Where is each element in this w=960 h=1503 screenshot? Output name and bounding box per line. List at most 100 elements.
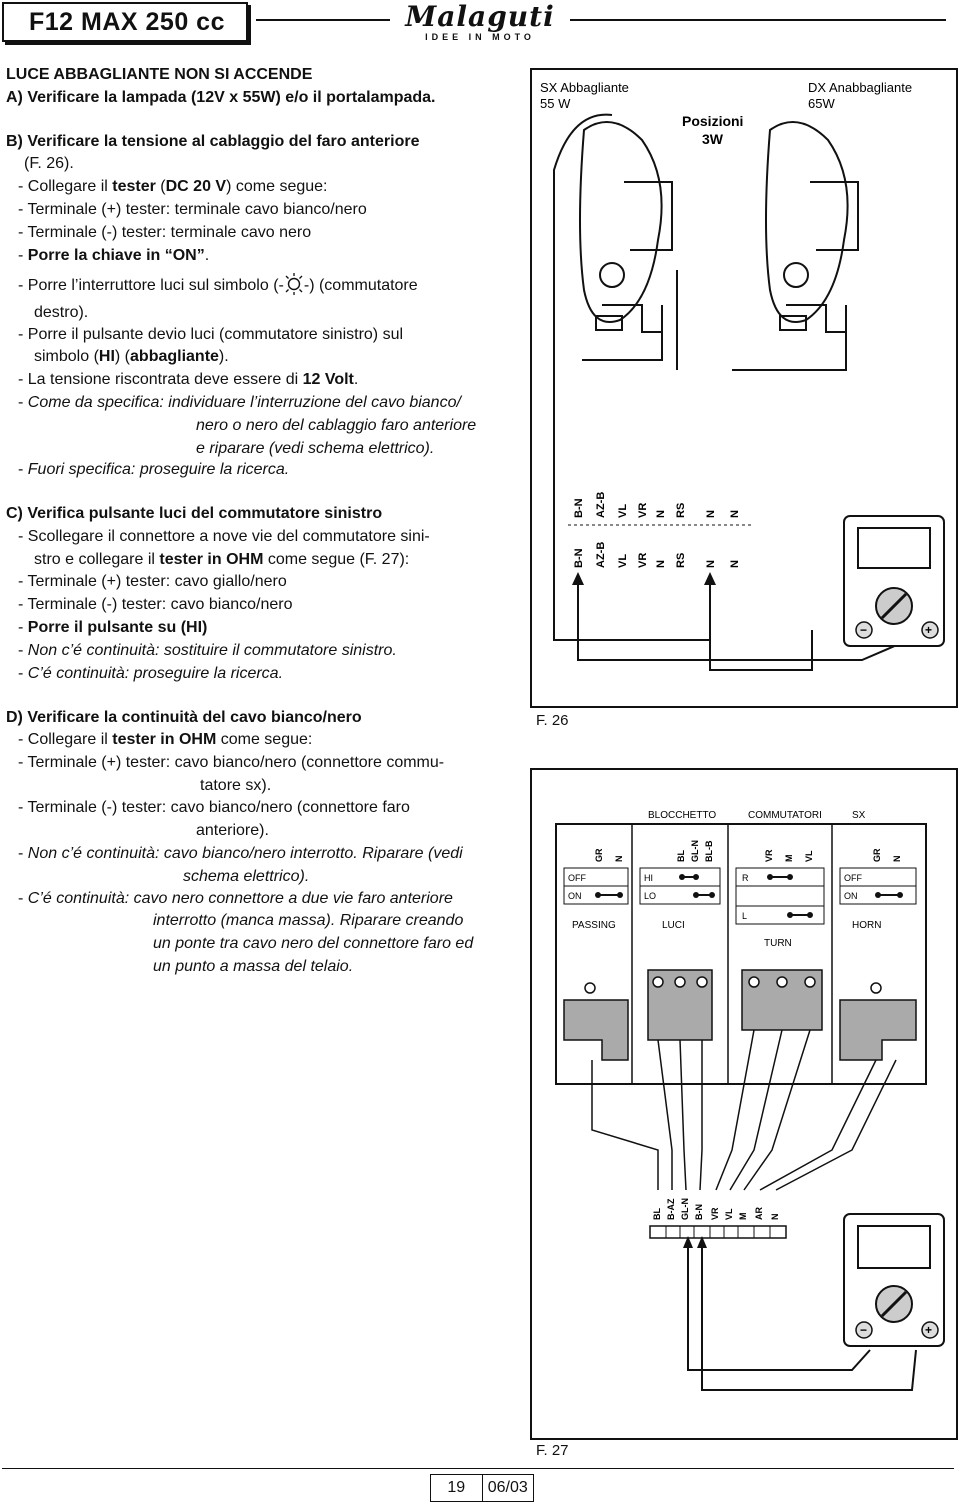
tester-minus-icon: − bbox=[860, 623, 867, 637]
connector-wire-baz: B-AZ bbox=[666, 1198, 676, 1220]
wire-label-azb-top: AZ-B bbox=[595, 492, 607, 518]
right-lamp-label: DX Anabbagliante bbox=[808, 80, 912, 95]
passing-wire-n: N bbox=[614, 856, 624, 863]
luci-wire-bl: BL bbox=[676, 850, 686, 862]
switch-block-title-3: SX bbox=[852, 810, 866, 821]
left-headlight-icon bbox=[579, 121, 673, 333]
step-c-line-4: - Porre il pulsante su (HI) bbox=[18, 619, 208, 636]
horn-off: OFF bbox=[844, 873, 862, 883]
step-b-line-5-cont: destro). bbox=[34, 304, 89, 321]
passing-off: OFF bbox=[568, 873, 586, 883]
passing-switch-table: GR N OFF ON PASSING bbox=[563, 848, 629, 931]
connector-block-icon bbox=[649, 1225, 787, 1239]
brand-logo: Malaguti IDEE IN MOTO bbox=[390, 0, 570, 44]
step-d-line-2-cont: tatore sx). bbox=[200, 777, 272, 794]
figure-27: BLOCCHETTO COMMUTATORI SX GR N OFF ON PA… bbox=[530, 768, 958, 1440]
step-c-line-1: - Scollegare il connettore a nove vie de… bbox=[18, 528, 430, 545]
turn-wire-m: M bbox=[784, 855, 794, 863]
footer-rule bbox=[2, 1468, 954, 1469]
luci-label: LUCI bbox=[662, 920, 685, 931]
connector-wire-n: N bbox=[770, 1214, 780, 1221]
step-b-line-7: - La tensione riscontrata deve essere di… bbox=[18, 371, 359, 388]
revision-date: 06/03 bbox=[487, 1479, 528, 1496]
right-lamp-watt: 65W bbox=[808, 96, 835, 111]
turn-wire-vr: VR bbox=[764, 849, 774, 862]
step-d-title: D) Verificare la continuità del cavo bia… bbox=[6, 709, 362, 726]
step-b-line-6: - Porre il pulsante devio luci (commutat… bbox=[18, 326, 404, 343]
horn-label: HORN bbox=[852, 920, 881, 931]
step-d-line-2: - Terminale (+) tester: cavo bianco/nero… bbox=[18, 754, 445, 771]
position-lamp-label: Posizioni bbox=[682, 113, 743, 129]
probe-leads bbox=[687, 1238, 917, 1391]
connector-wire-ar: AR bbox=[754, 1207, 764, 1220]
connector-labels: BL B-AZ GL-N B-N VR VL M AR N bbox=[652, 1198, 780, 1220]
step-b-line-1: - Collegare il tester (DC 20 V) come seg… bbox=[18, 178, 328, 195]
connector-wire-bn: B-N bbox=[694, 1204, 704, 1220]
wire-label-vr-bottom: VR bbox=[637, 553, 649, 568]
passing-on: ON bbox=[568, 891, 582, 901]
wire-label-bn-top: B-N bbox=[573, 498, 585, 518]
wire-label-n2-top: N bbox=[729, 510, 741, 518]
probe-arrow-negative-icon bbox=[704, 572, 716, 585]
brand-name: Malaguti bbox=[405, 0, 555, 33]
step-d-line-5: - C’é continuità: cavo nero connettore a… bbox=[18, 890, 453, 907]
position-lamp-watt: 3W bbox=[702, 131, 724, 147]
figure-26-caption: F. 26 bbox=[536, 712, 569, 729]
step-b-line-3: - Terminale (-) tester: terminale cavo n… bbox=[18, 224, 312, 241]
probe-arrow-1-icon bbox=[683, 1236, 693, 1248]
luci-wire-blb: BL-B bbox=[704, 840, 714, 862]
connector-wire-m: M bbox=[738, 1213, 748, 1221]
step-d-line-1: - Collegare il tester in OHM come segue: bbox=[18, 731, 313, 748]
step-b-title: B) Verificare la tensione al cablaggio d… bbox=[6, 133, 420, 150]
page-number-box: 19 06/03 bbox=[430, 1474, 534, 1502]
step-d-line-3: - Terminale (-) tester: cavo bianco/nero… bbox=[18, 799, 410, 816]
step-b-title-cont: (F. 26). bbox=[24, 155, 74, 172]
step-c-line-6: - C’é continuità: proseguire la ricerca. bbox=[18, 665, 284, 682]
section-title: LUCE ABBAGLIANTE NON SI ACCENDE bbox=[6, 66, 313, 83]
horn-wire-n: N bbox=[892, 856, 902, 863]
left-lamp-watt: 55 W bbox=[540, 96, 571, 111]
brand-tagline: IDEE IN MOTO bbox=[425, 32, 535, 42]
turn-wire-vl: VL bbox=[804, 850, 814, 862]
switch-block-wiring-diagram: BLOCCHETTO COMMUTATORI SX GR N OFF ON PA… bbox=[555, 810, 945, 1391]
step-b-line-8: - Come da specifica: individuare l’inter… bbox=[18, 394, 461, 411]
step-b-line-9: - Fuori specifica: proseguire la ricerca… bbox=[18, 461, 290, 478]
horn-switch-table: GR N OFF ON HORN bbox=[839, 848, 917, 931]
luci-switch-table: BL GL-N BL-B HI LO LUCI bbox=[639, 840, 721, 931]
turn-r: R bbox=[742, 873, 749, 883]
right-headlight-icon bbox=[765, 121, 859, 333]
step-b-line-4: - Porre la chiave in “ON”. bbox=[18, 247, 210, 264]
figure-27-caption: F. 27 bbox=[536, 1442, 569, 1459]
luci-lo: LO bbox=[644, 891, 656, 901]
passing-label: PASSING bbox=[572, 920, 616, 931]
turn-label: TURN bbox=[764, 938, 792, 949]
step-c-title: C) Verifica pulsante luci del commutator… bbox=[6, 505, 383, 522]
step-c-line-5: - Non c’é continuità: sostituire il comm… bbox=[18, 642, 397, 659]
connector-top-labels: B-N AZ-B VL VR N RS N N bbox=[573, 492, 741, 518]
step-b-line-8-cont-1: nero o nero del cablaggio faro anteriore bbox=[196, 417, 477, 434]
wire-label-azb-bottom: AZ-B bbox=[595, 542, 607, 568]
step-d-line-4-cont: schema elettrico). bbox=[183, 868, 310, 885]
wire-label-rs-top: RS bbox=[675, 503, 687, 518]
luci-wire-gln: GL-N bbox=[690, 840, 700, 862]
turn-switch-table: VR M VL R L TURN bbox=[735, 849, 825, 949]
page-number: 19 bbox=[431, 1475, 483, 1501]
step-d-line-5-cont-3: un punto a massa del telaio. bbox=[153, 958, 354, 975]
wire-label-vl-bottom: VL bbox=[617, 554, 629, 568]
step-d-line-5-cont-2: un ponte tra cavo nero del connettore fa… bbox=[153, 935, 474, 952]
connector-wire-vl: VL bbox=[724, 1208, 734, 1220]
wire-label-bn-bottom: B-N bbox=[573, 548, 585, 568]
horn-wire-gr: GR bbox=[872, 848, 882, 862]
step-a: A) Verificare la lampada (12V x 55W) e/o… bbox=[6, 89, 436, 106]
wire-label-n-top: N bbox=[655, 510, 667, 518]
wire-harness bbox=[591, 1029, 897, 1191]
tester-plus-icon: + bbox=[925, 1323, 932, 1337]
connector-wire-vr: VR bbox=[710, 1207, 720, 1220]
horn-on: ON bbox=[844, 891, 858, 901]
step-b-line-5: - Porre l’interruttore luci sul simbolo … bbox=[18, 273, 418, 298]
left-lamp-label: SX Abbagliante bbox=[540, 80, 629, 95]
tester-minus-icon: − bbox=[860, 1323, 867, 1337]
probe-arrow-positive-icon bbox=[572, 572, 584, 585]
model-title-box: F12 MAX 250 cc bbox=[2, 2, 248, 42]
wire-label-vl-top: VL bbox=[617, 504, 629, 518]
